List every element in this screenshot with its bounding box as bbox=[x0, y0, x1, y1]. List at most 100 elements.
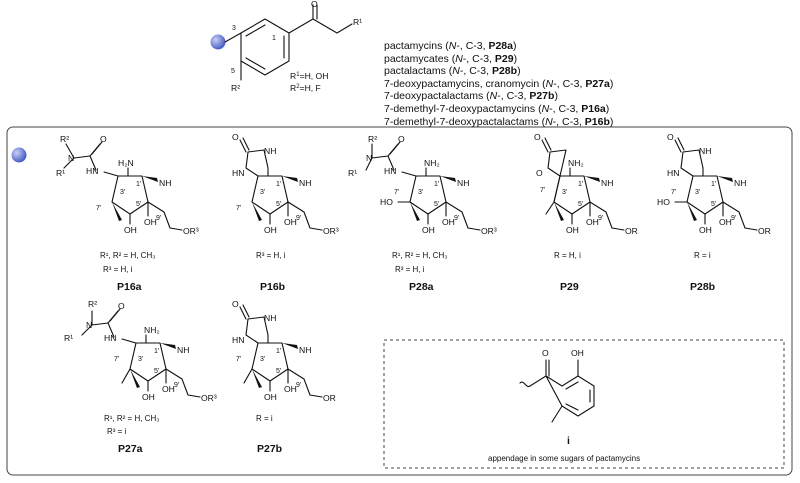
svg-text:9': 9' bbox=[296, 382, 301, 389]
svg-text:5': 5' bbox=[434, 201, 439, 208]
svg-text:9': 9' bbox=[454, 215, 459, 222]
p27b-label: P27b bbox=[257, 443, 282, 455]
oh-5: OH bbox=[586, 217, 599, 227]
structure-p16b: HN O NH NH OH OH OR³ 3' 1' 5' 7' 9' bbox=[232, 132, 339, 236]
oh-2: OH bbox=[142, 392, 155, 402]
nh-aglycone: NH bbox=[159, 178, 171, 188]
lactam-nh: NH bbox=[699, 146, 711, 156]
p29-note-1: R = H, i bbox=[554, 251, 581, 260]
svg-text:5': 5' bbox=[276, 368, 281, 375]
panel-sphere-icon bbox=[11, 147, 27, 163]
r1-sub: R¹ bbox=[348, 168, 357, 178]
family-item: pactamycins (N-, C-3, P28a) bbox=[384, 40, 517, 52]
p16b-note-1: R³ = H, i bbox=[256, 251, 286, 260]
urea-n: N bbox=[86, 320, 92, 330]
substituent-r1: R1=H, OH bbox=[290, 71, 328, 81]
svg-text:3': 3' bbox=[562, 189, 567, 196]
ring-locant-3: 3 bbox=[232, 25, 236, 32]
svg-text:9': 9' bbox=[174, 382, 179, 389]
carbamate-o: O bbox=[536, 168, 543, 178]
or3: OR³ bbox=[201, 393, 217, 403]
or3: OR³ bbox=[481, 226, 497, 236]
svg-text:5': 5' bbox=[276, 201, 281, 208]
amine: NH₂ bbox=[144, 325, 160, 335]
lactam-hn: HN bbox=[232, 168, 244, 178]
structure-p29: O O NH₂ NH OH OH OR 3' 1' 5' 7' 9' bbox=[534, 132, 638, 236]
r2-label: R² bbox=[231, 83, 240, 93]
appendage-carbonyl-o: O bbox=[542, 348, 549, 358]
ho-7: HO bbox=[380, 197, 393, 207]
svg-text:7': 7' bbox=[96, 205, 101, 212]
nh-aglycone: NH bbox=[299, 178, 311, 188]
oh-2: OH bbox=[699, 225, 712, 235]
p16b-label: P16b bbox=[260, 281, 285, 293]
substituent-r2: R2=H, F bbox=[290, 83, 321, 93]
family-item: 7-deoxypactamycins, cranomycin (N-, C-3,… bbox=[384, 77, 614, 90]
amide-nh: HN bbox=[104, 333, 116, 343]
oh-2: OH bbox=[264, 392, 277, 402]
nh-aglycone: NH bbox=[299, 345, 311, 355]
p27a-note-2: R³ = i bbox=[107, 427, 127, 436]
family-item: 7-deoxypactalactams (N-, C-3, P27b) bbox=[384, 90, 558, 103]
svg-text:7': 7' bbox=[394, 189, 399, 196]
svg-text:5': 5' bbox=[136, 201, 141, 208]
family-item: 7-demethyl-7-deoxypactalactams (N-, C-3,… bbox=[384, 115, 614, 128]
family-list: pactamycins (N-, C-3, P28a) pactamycates… bbox=[384, 40, 613, 128]
or: OR bbox=[323, 393, 336, 403]
svg-text:1': 1' bbox=[711, 181, 716, 188]
amine: NH₂ bbox=[568, 158, 584, 168]
oh-5: OH bbox=[284, 217, 297, 227]
structure-p16a: HN O N R¹ R² H₂N NH OH OH OR³ 3' 1' 5' 7… bbox=[56, 134, 199, 236]
r1-sub: R¹ bbox=[64, 333, 73, 343]
p28b-note-1: R = i bbox=[694, 251, 711, 260]
p27a-label: P27a bbox=[118, 443, 143, 455]
svg-text:3': 3' bbox=[260, 356, 265, 363]
amide-nh: HN bbox=[86, 166, 98, 176]
r1-sub: R¹ bbox=[56, 168, 65, 178]
structure-p27a: HN O N R¹ R² NH₂ NH OH OH OR³ 3' 1' 5' 7… bbox=[64, 299, 217, 403]
ring-locant-1: 1 bbox=[272, 35, 276, 42]
p29-label: P29 bbox=[560, 281, 579, 293]
svg-text:3': 3' bbox=[120, 189, 125, 196]
r2-sub: R² bbox=[368, 134, 377, 144]
oh-2: OH bbox=[264, 225, 277, 235]
p28a-note-2: R³ = H, i bbox=[395, 265, 425, 274]
svg-text:9': 9' bbox=[731, 215, 736, 222]
p27b-note-1: R = i bbox=[256, 414, 273, 423]
r1-label: R¹ bbox=[353, 17, 362, 27]
compound-panel bbox=[6, 126, 793, 476]
p27a-note-1: R¹, R² = H, CH₃ bbox=[104, 414, 159, 423]
svg-text:1': 1' bbox=[276, 181, 281, 188]
nh-aglycone: NH bbox=[177, 345, 189, 355]
svg-text:9': 9' bbox=[598, 215, 603, 222]
svg-text:5': 5' bbox=[578, 201, 583, 208]
or: OR bbox=[625, 226, 638, 236]
header-aryl-scaffold: O R¹ R² 1 3 5 R1=H, OH R2=H, F bbox=[210, 0, 362, 93]
family-item: pactalactams (N-, C-3, P28b) bbox=[384, 65, 521, 78]
svg-text:1': 1' bbox=[136, 181, 141, 188]
appendage-oh: OH bbox=[571, 348, 584, 358]
sphere-marker-icon bbox=[210, 34, 226, 50]
urea-n: N bbox=[366, 153, 372, 163]
appendage-label: i bbox=[567, 435, 570, 447]
svg-text:3': 3' bbox=[695, 189, 700, 196]
structure-p28b: HN O NH HO NH OH OH OR 3' 1' 5' 7' 9' bbox=[657, 132, 771, 236]
svg-text:3': 3' bbox=[260, 189, 265, 196]
carbonyl-o: O bbox=[398, 134, 405, 144]
amine: H₂N bbox=[118, 158, 134, 168]
structure-p28a: HN O N R¹ R² NH₂ HO NH OH OH OR³ 3' 1' 5… bbox=[348, 134, 497, 236]
svg-text:7': 7' bbox=[114, 356, 119, 363]
svg-text:3': 3' bbox=[138, 356, 143, 363]
r2-sub: R² bbox=[88, 299, 97, 309]
p28a-label: P28a bbox=[409, 281, 434, 293]
oh-2: OH bbox=[422, 225, 435, 235]
oh-5: OH bbox=[144, 217, 157, 227]
p28b-label: P28b bbox=[690, 281, 715, 293]
carbonyl-o: O bbox=[232, 132, 239, 142]
structure-appendage-i: O OH bbox=[519, 348, 595, 423]
family-item: pactamycates (N-, C-3, P29) bbox=[384, 52, 518, 65]
svg-text:3': 3' bbox=[418, 189, 423, 196]
carbonyl-o: O bbox=[118, 301, 125, 311]
lactam-hn: HN bbox=[667, 168, 679, 178]
